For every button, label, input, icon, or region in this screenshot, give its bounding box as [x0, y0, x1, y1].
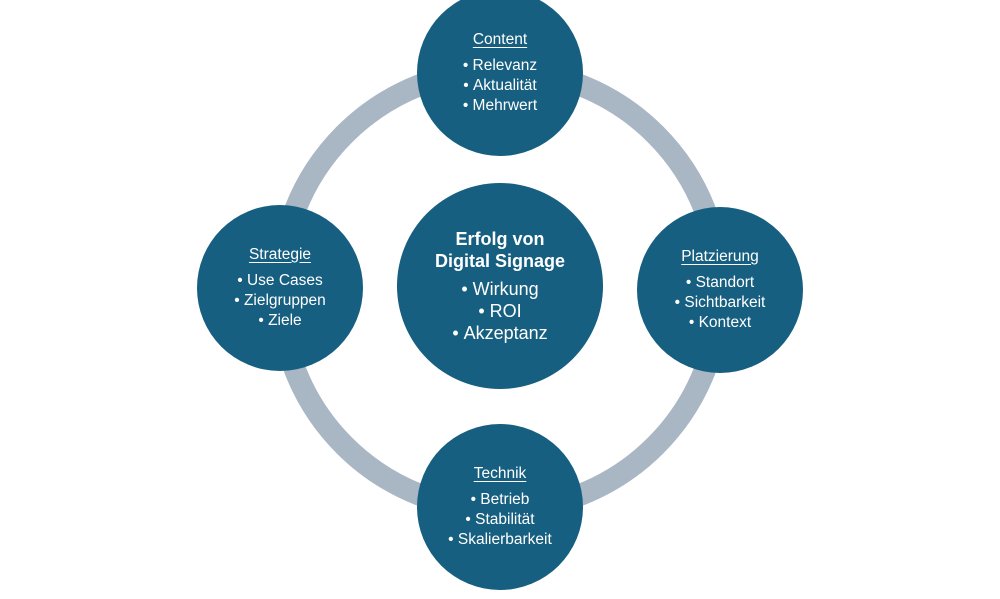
node-technik-title: Technik: [473, 464, 527, 482]
list-item: Skalierbarkeit: [448, 530, 552, 550]
list-item: Relevanz: [463, 56, 538, 76]
list-item: Kontext: [675, 313, 766, 333]
list-item: Use Cases: [234, 271, 326, 291]
node-content-items: Relevanz Aktualität Mehrwert: [463, 56, 538, 116]
center-items: Wirkung ROI Akzeptanz: [452, 278, 548, 344]
node-platzierung: Platzierung Standort Sichtbarkeit Kontex…: [637, 207, 803, 373]
center-title-line1: Erfolg von: [455, 229, 545, 249]
node-technik-items: Betrieb Stabilität Skalierbarkeit: [448, 490, 552, 550]
list-item: Standort: [675, 273, 766, 293]
list-item: Zielgruppen: [234, 291, 326, 311]
node-strategie-items: Use Cases Zielgruppen Ziele: [234, 271, 326, 331]
list-item: ROI: [452, 300, 547, 322]
node-platzierung-items: Standort Sichtbarkeit Kontext: [675, 273, 766, 333]
node-strategie-title: Strategie: [248, 245, 312, 263]
list-item: Ziele: [234, 311, 326, 331]
node-technik: Technik Betrieb Stabilität Skalierbarkei…: [417, 424, 583, 590]
node-content: Content Relevanz Aktualität Mehrwert: [417, 0, 583, 156]
center-title: Erfolg von Digital Signage: [435, 228, 565, 272]
list-item: Stabilität: [448, 510, 552, 530]
list-item: Mehrwert: [463, 96, 538, 116]
list-item: Aktualität: [463, 76, 537, 96]
center-title-line2: Digital Signage: [434, 251, 566, 271]
node-center: Erfolg von Digital Signage Wirkung ROI A…: [397, 183, 603, 389]
node-content-title: Content: [472, 30, 528, 48]
node-platzierung-title: Platzierung: [681, 247, 759, 265]
list-item: Akzeptanz: [452, 322, 548, 344]
list-item: Betrieb: [448, 490, 552, 510]
list-item: Sichtbarkeit: [675, 293, 765, 313]
list-item: Wirkung: [452, 278, 547, 300]
node-strategie: Strategie Use Cases Zielgruppen Ziele: [197, 205, 363, 371]
